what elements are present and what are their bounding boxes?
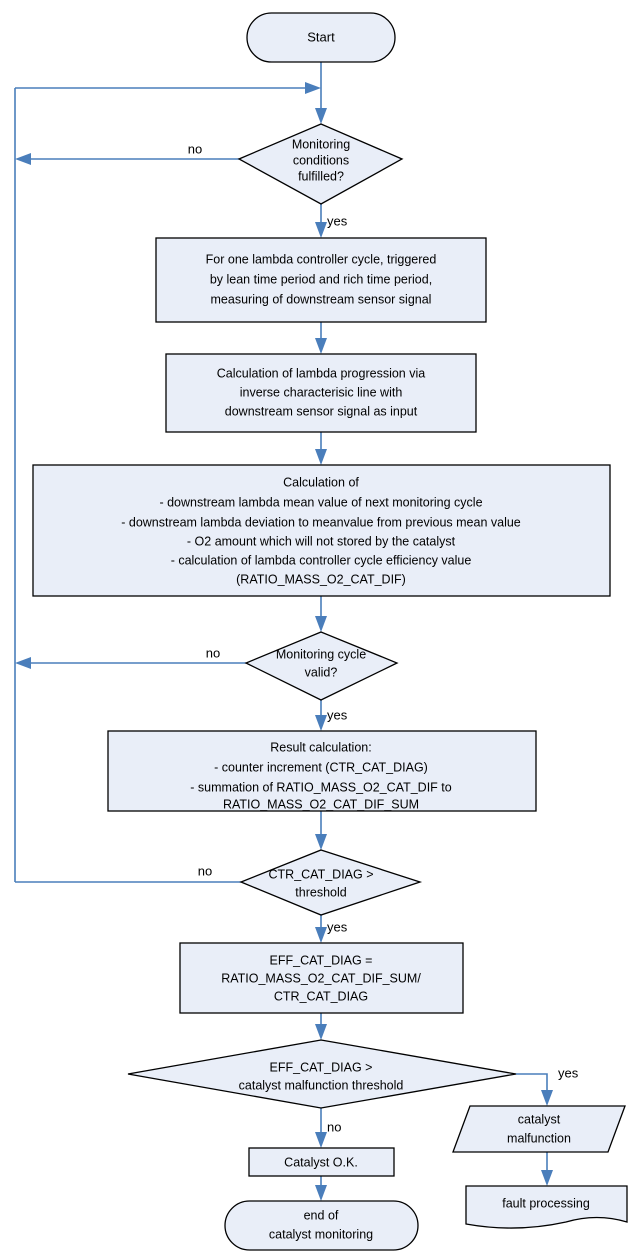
edge-decision2-yes: yes <box>315 700 348 731</box>
edge-calculation-to-decision2 <box>315 596 327 632</box>
edge-result-to-decision3 <box>315 811 327 850</box>
node-process-result-calculation[interactable]: Result calculation: - counter increment … <box>107 730 537 812</box>
node-decision-catalyst-malfunction-threshold[interactable]: EFF_CAT_DIAG > catalyst malfunction thre… <box>127 1039 517 1109</box>
node-decision-cycle-valid[interactable]: Monitoring cycle valid? <box>244 631 399 701</box>
node-end-catalyst-monitoring[interactable]: end of catalyst monitoring <box>224 1200 419 1251</box>
node-result-line2: - counter increment (CTR_CAT_DIAG) <box>214 760 428 774</box>
node-eff-line1: EFF_CAT_DIAG = <box>270 953 373 967</box>
edge-label-conditions-yes: yes <box>327 213 348 228</box>
node-document-fault-processing[interactable]: fault processing <box>465 1185 628 1229</box>
node-io-catalyst-malfunction[interactable]: catalyst malfunction <box>452 1105 626 1153</box>
node-decision4-line1: EFF_CAT_DIAG > <box>270 1060 373 1074</box>
node-process-eff-cat-diag[interactable]: EFF_CAT_DIAG = RATIO_MASS_O2_CAT_DIF_SUM… <box>179 942 464 1014</box>
node-end-line1: end of <box>304 1208 339 1222</box>
edge-lambda-to-calculation <box>315 432 327 465</box>
node-decision1-line1: Monitoring <box>292 137 350 151</box>
node-calculation-line2: - downstream lambda mean value of next m… <box>159 495 482 509</box>
node-fault-processing-label: fault processing <box>502 1196 590 1210</box>
node-result-line4: RATIO_MASS_O2_CAT_DIF_SUM <box>223 797 419 811</box>
node-calculation-line1: Calculation of <box>283 475 359 489</box>
node-decision3-line1: CTR_CAT_DIAG > <box>269 867 374 881</box>
node-eff-line3: CTR_CAT_DIAG <box>274 989 368 1003</box>
node-measure-line1: For one lambda controller cycle, trigger… <box>206 252 437 266</box>
edge-decision3-no: no <box>15 863 241 883</box>
edge-measure-to-lambda <box>315 322 327 354</box>
edge-decision1-yes: yes <box>315 204 348 238</box>
edge-decision4-no: no <box>315 1108 341 1148</box>
node-malfunction-line2: malfunction <box>507 1131 571 1145</box>
node-lambda-line2: inverse characterisic line with <box>240 385 403 399</box>
node-lambda-line1: Calculation of lambda progression via <box>217 366 425 380</box>
edge-decision3-yes: yes <box>315 915 348 943</box>
node-decision-monitoring-conditions[interactable]: Monitoring conditions fulfilled? <box>237 123 404 205</box>
node-measure-line2: by lean time period and rich time period… <box>210 272 432 286</box>
node-start-label: Start <box>307 29 335 44</box>
node-decision-ctr-threshold[interactable]: CTR_CAT_DIAG > threshold <box>239 849 423 916</box>
node-measure-line3: measuring of downstream sensor signal <box>211 292 432 306</box>
node-decision2-line1: Monitoring cycle <box>276 647 366 661</box>
edge-ok-to-end <box>315 1176 327 1201</box>
node-lambda-line3: downstream sensor signal as input <box>225 404 418 418</box>
node-decision2-line2: valid? <box>305 665 338 679</box>
edge-decision2-no: no <box>15 645 246 669</box>
node-calculation-line6: (RATIO_MASS_O2_CAT_DIF) <box>236 572 406 586</box>
node-process-measure[interactable]: For one lambda controller cycle, trigger… <box>155 237 487 323</box>
edge-label-cycle-valid-yes: yes <box>327 707 348 722</box>
node-process-lambda-progression[interactable]: Calculation of lambda progression via in… <box>165 353 477 433</box>
edge-label-conditions-no: no <box>188 141 202 156</box>
node-end-line2: catalyst monitoring <box>269 1227 373 1241</box>
edge-label-ctr-yes: yes <box>327 919 348 934</box>
node-start[interactable]: Start <box>246 12 396 63</box>
node-calculation-line3: - downstream lambda deviation to meanval… <box>121 515 521 529</box>
node-process-calculation-of[interactable]: Calculation of - downstream lambda mean … <box>32 464 611 597</box>
edge-label-malfunction-yes: yes <box>558 1065 579 1080</box>
edge-label-cycle-valid-no: no <box>206 645 220 660</box>
node-calculation-line5: - calculation of lambda controller cycle… <box>171 553 472 567</box>
edge-eff-to-decision4 <box>315 1013 327 1040</box>
edge-malfunction-to-fault <box>541 1152 553 1186</box>
node-process-catalyst-ok[interactable]: Catalyst O.K. <box>248 1147 395 1177</box>
node-eff-line2: RATIO_MASS_O2_CAT_DIF_SUM/ <box>221 971 421 985</box>
edge-decision1-no: no <box>15 141 239 165</box>
node-decision1-line3: fulfilled? <box>298 169 344 183</box>
edge-label-ctr-no: no <box>198 863 212 878</box>
edge-loop-back-rail <box>14 82 321 882</box>
node-decision4-line2: catalyst malfunction threshold <box>239 1078 404 1092</box>
node-malfunction-line1: catalyst <box>518 1112 561 1126</box>
node-decision1-line2: conditions <box>293 153 349 167</box>
edge-start-to-decision1 <box>315 62 327 124</box>
node-calculation-line4: - O2 amount which will not stored by the… <box>187 534 456 548</box>
node-catalyst-ok-label: Catalyst O.K. <box>284 1155 358 1169</box>
node-result-line1: Result calculation: <box>270 740 371 754</box>
node-result-line3: - summation of RATIO_MASS_O2_CAT_DIF to <box>190 780 451 794</box>
edge-label-malfunction-no: no <box>327 1119 341 1134</box>
edge-decision4-yes: yes <box>516 1065 579 1106</box>
node-decision3-line2: threshold <box>295 885 346 899</box>
